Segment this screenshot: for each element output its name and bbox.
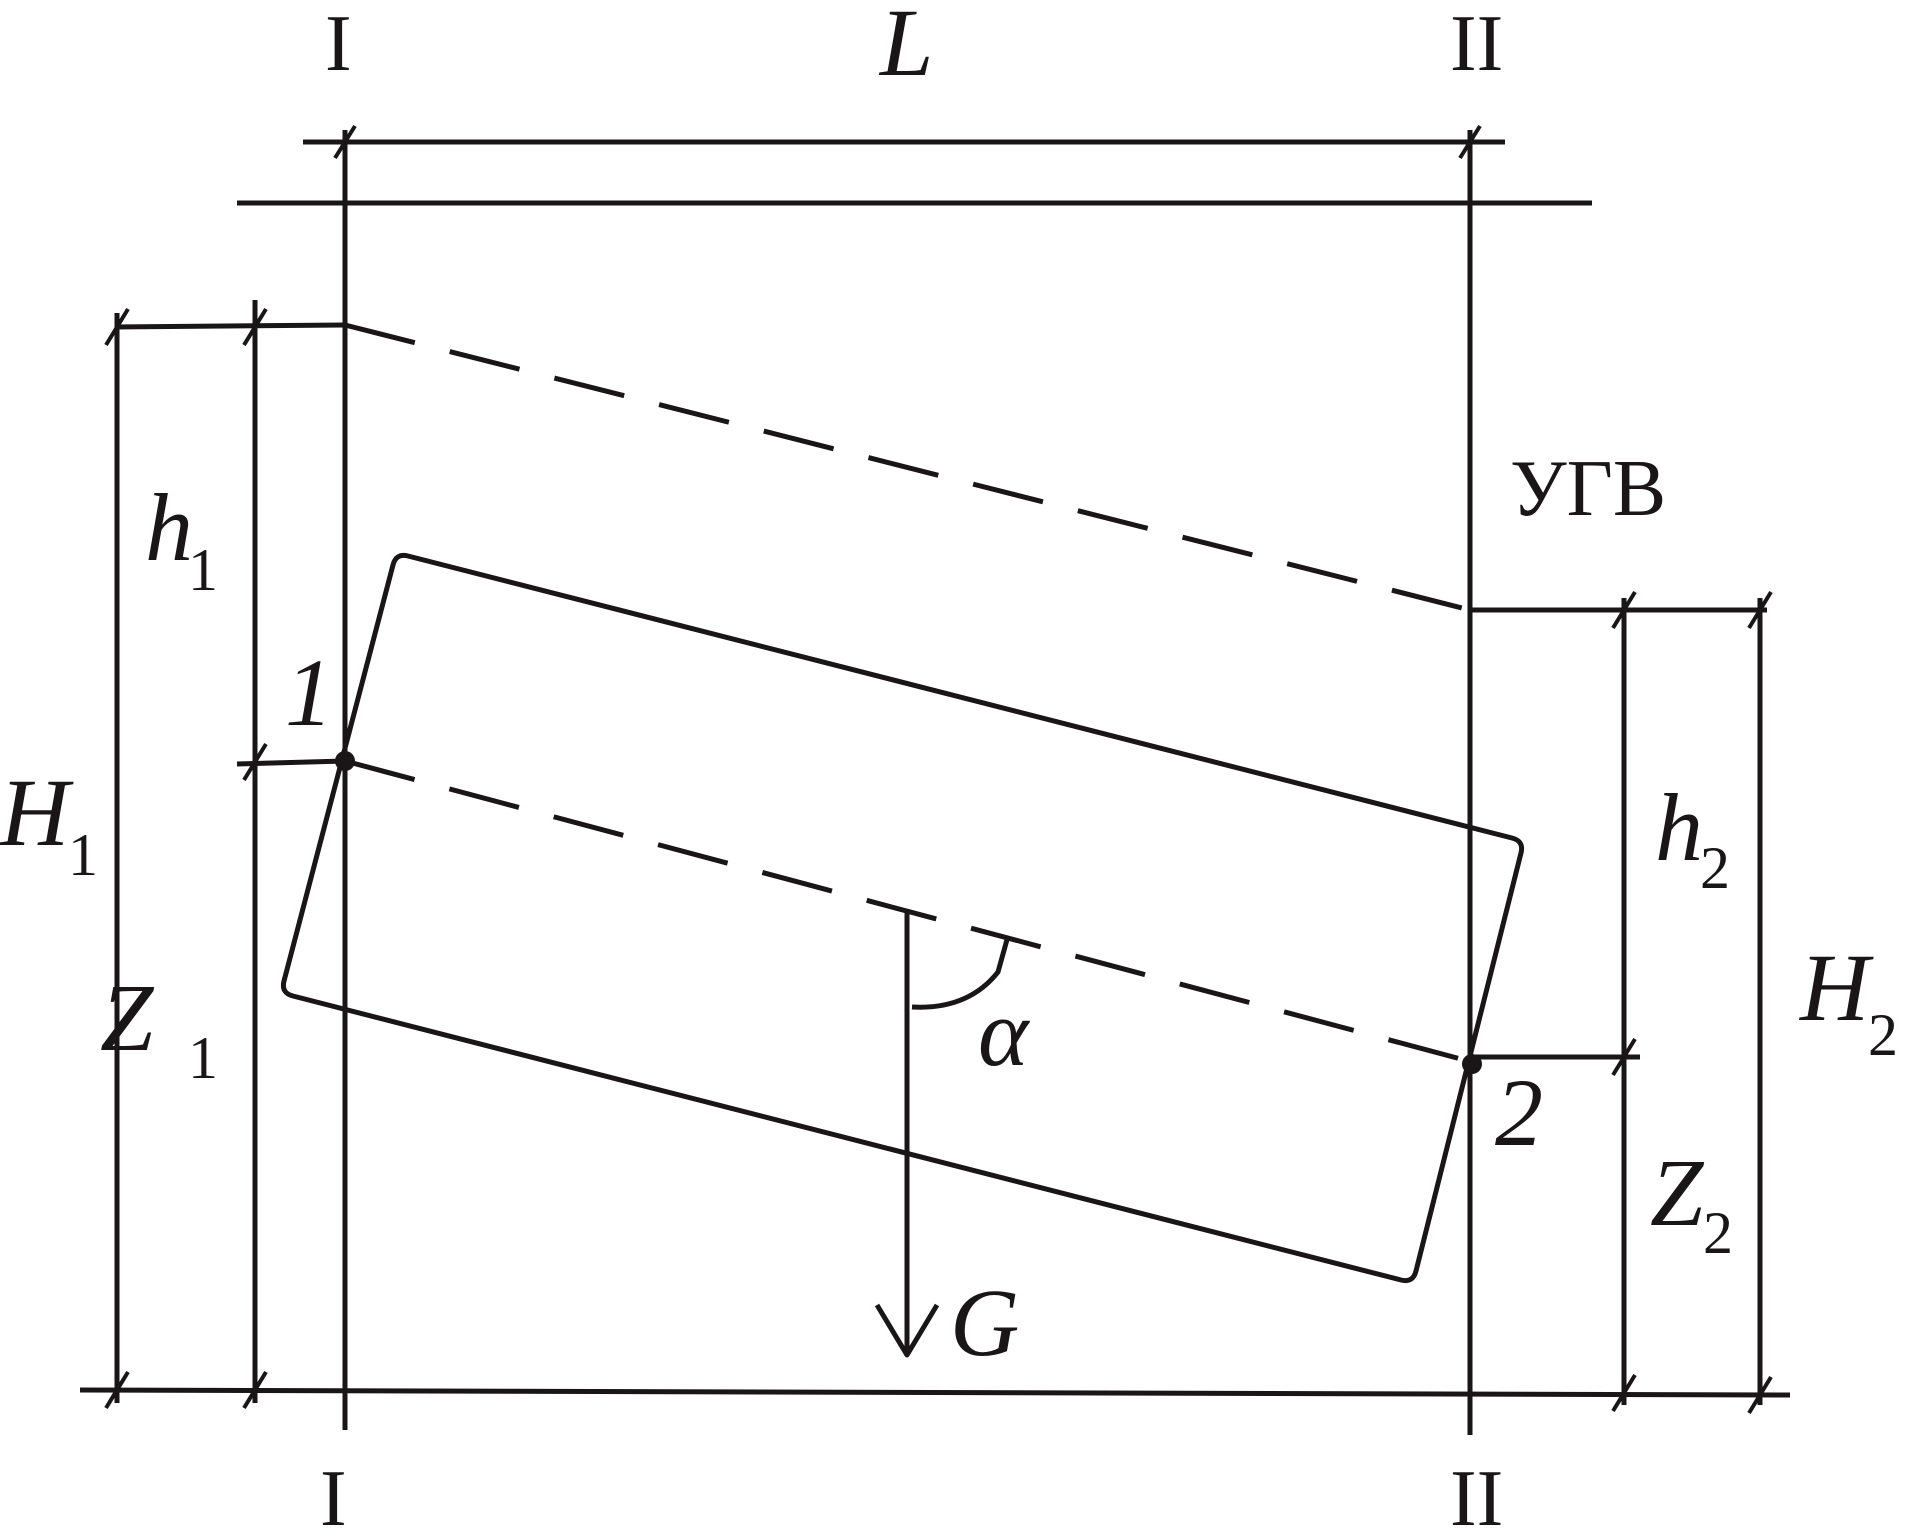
- bottom-surface-line: [79, 1387, 1791, 1398]
- tick-H2-top: [1747, 590, 1773, 630]
- gravity-arrow-head: [874, 1303, 940, 1358]
- tilted-body: [280, 552, 1525, 1284]
- tick-Z2-bottom: [1611, 1373, 1637, 1413]
- label-section-2-bottom: II: [1450, 1455, 1503, 1536]
- point-1-marker: [335, 751, 355, 771]
- label-groundwater: УГВ: [1510, 445, 1666, 533]
- label-section-1-bottom: I: [320, 1455, 347, 1536]
- groundwater-short-left: [116, 322, 346, 330]
- label-H1-subscript: 1: [68, 822, 98, 888]
- tick-H2-bottom: [1747, 1375, 1773, 1415]
- tick-h2-top: [1611, 590, 1637, 630]
- tick-h1-top: [242, 307, 268, 347]
- label-point-1: 1: [285, 639, 333, 746]
- label-H1: H: [0, 759, 74, 866]
- label-h1-subscript: 1: [188, 537, 218, 603]
- label-h2-subscript: 2: [1700, 835, 1730, 901]
- tick-H1-bottom: [104, 1370, 130, 1410]
- point-2-marker: [1462, 1054, 1482, 1074]
- groundwater-dashed-line: [344, 322, 1471, 613]
- label-length: L: [878, 0, 933, 96]
- label-gravity: G: [950, 1269, 1019, 1376]
- tick-h2-bottom: [1611, 1037, 1637, 1077]
- label-h2: h: [1655, 774, 1703, 881]
- label-section-1-top: I: [325, 0, 352, 88]
- tick-L-left: [333, 124, 357, 160]
- label-h1: h: [145, 474, 193, 581]
- label-angle: α: [978, 979, 1030, 1086]
- angle-arc: [911, 935, 1011, 1010]
- label-point-2: 2: [1495, 1059, 1543, 1166]
- tick-H1-top: [104, 307, 130, 347]
- label-Z1: Z: [100, 964, 155, 1071]
- tick-Z1-bottom: [242, 1370, 268, 1410]
- label-section-2-top: II: [1450, 0, 1503, 88]
- label-Z2: Z: [1650, 1139, 1705, 1246]
- tick-L-right: [1458, 124, 1482, 160]
- label-H2: H: [1798, 934, 1874, 1041]
- label-Z1-subscript: 1: [188, 1025, 218, 1091]
- label-H2-subscript: 2: [1868, 1002, 1898, 1068]
- tick-h1-bottom: [242, 742, 268, 782]
- label-Z2-subscript: 2: [1703, 1200, 1733, 1266]
